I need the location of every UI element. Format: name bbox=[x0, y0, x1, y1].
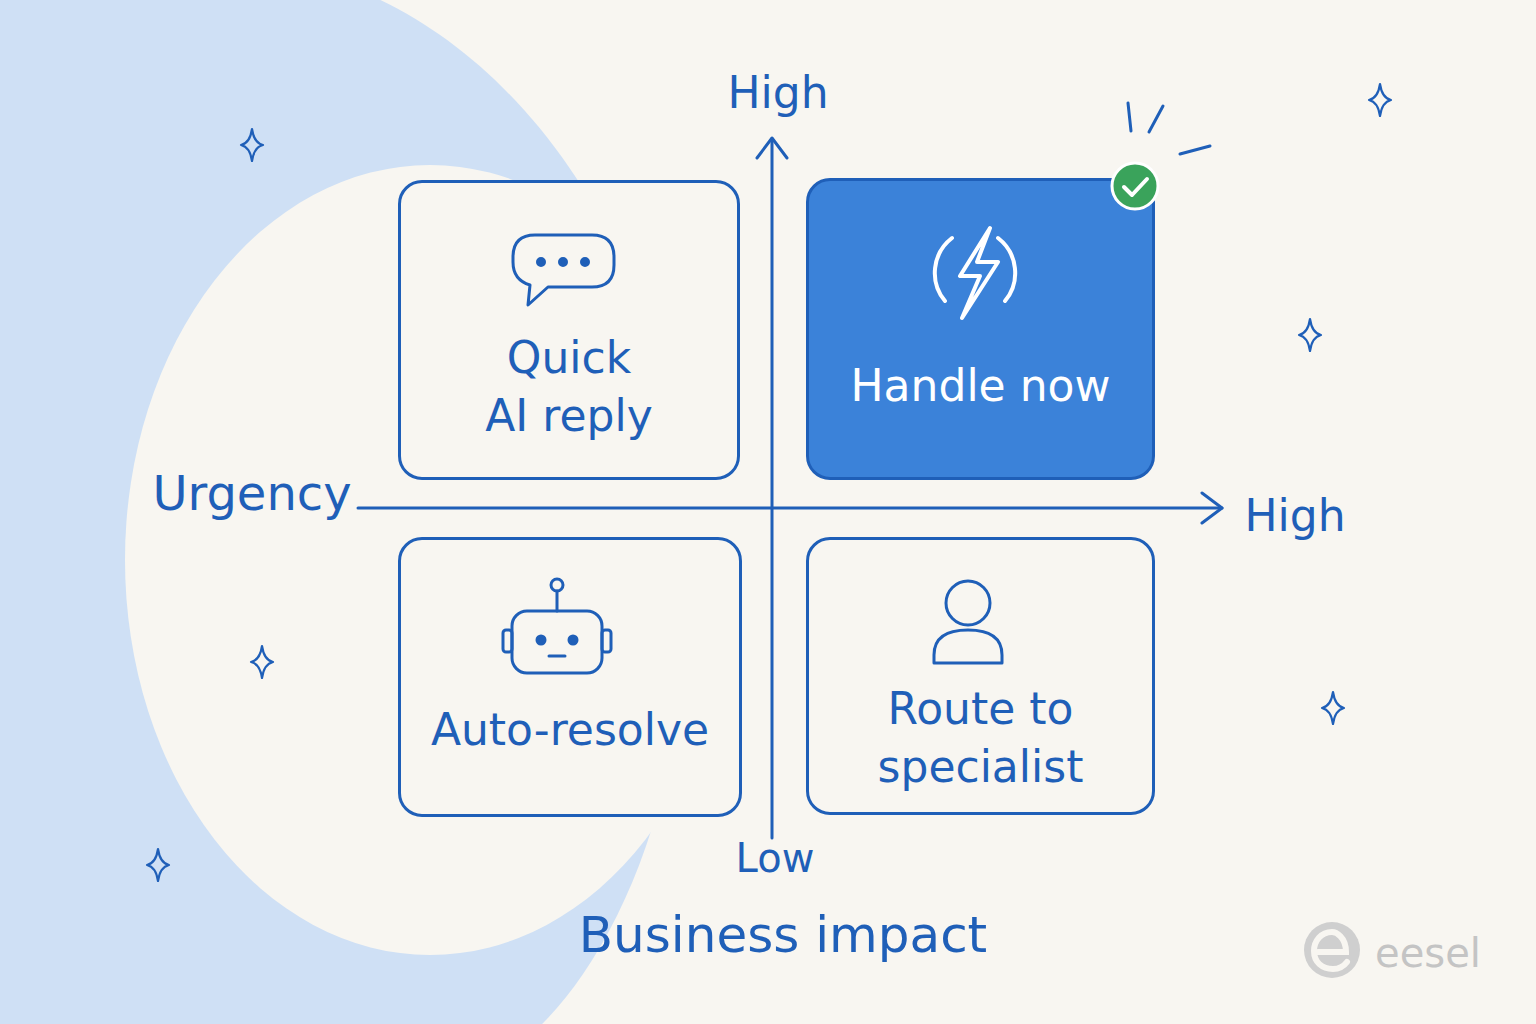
chat-icon bbox=[513, 235, 614, 305]
eesel-logo bbox=[1304, 922, 1360, 978]
quadrant-box: Quick AI reply bbox=[398, 180, 740, 480]
urgency-axis bbox=[771, 140, 774, 838]
axis-end-label: High bbox=[727, 67, 828, 118]
bolt-icon bbox=[935, 228, 1015, 318]
axis-arrowhead bbox=[757, 138, 787, 158]
watermark: eesel bbox=[1375, 930, 1481, 976]
axis-title: Business impact bbox=[579, 906, 987, 964]
box-label: Route to specialist bbox=[872, 680, 1090, 796]
check-badge bbox=[1112, 163, 1158, 209]
burst-lines bbox=[1128, 103, 1210, 154]
axis-title: Urgency bbox=[152, 465, 351, 521]
quadrant-box: Auto-resolve bbox=[398, 537, 742, 817]
person-icon bbox=[934, 581, 1002, 663]
axis-end-label: High bbox=[1244, 490, 1345, 541]
box-label: Auto-resolve bbox=[410, 701, 730, 759]
box-label: Quick AI reply bbox=[481, 329, 657, 445]
highlight-box: Handle now bbox=[806, 178, 1155, 480]
sparkles bbox=[147, 84, 1391, 881]
quadrant-box: Route to specialist bbox=[806, 537, 1155, 815]
impact-axis bbox=[358, 507, 1222, 510]
axis-arrowhead bbox=[1202, 493, 1222, 523]
box-label: Handle now bbox=[821, 357, 1141, 415]
axes bbox=[358, 138, 1222, 838]
axis-end-label: Low bbox=[736, 835, 815, 881]
robot-icon bbox=[503, 579, 611, 673]
